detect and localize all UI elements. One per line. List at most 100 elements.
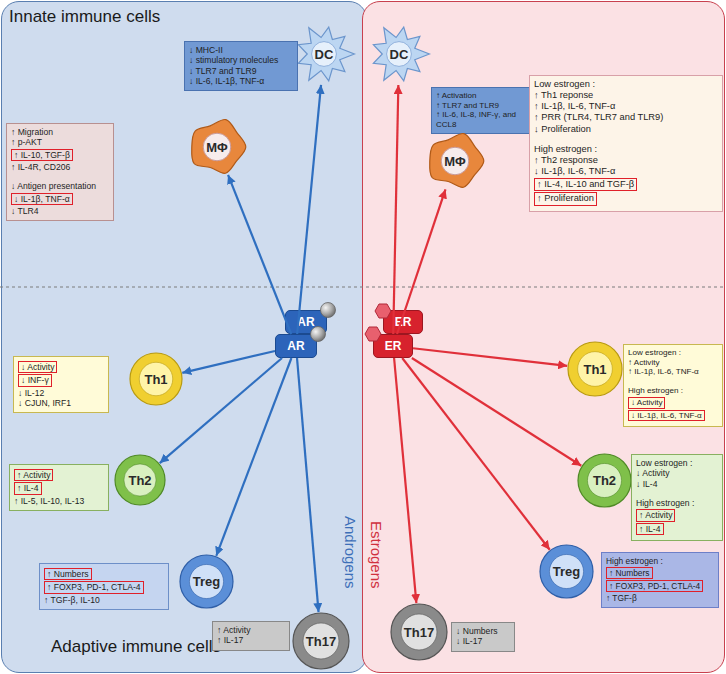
effect-text: ↑ IL-4: [14, 482, 42, 494]
effect-text: ↑ Proliferation: [534, 192, 597, 205]
effect-text: ↓ IL-17: [456, 636, 511, 646]
signal-arrow: [394, 358, 416, 603]
effect-text: ↓ IL-1β, TNF-α: [11, 193, 73, 205]
dendritic-cell: DC: [293, 23, 355, 85]
effect-text: ↑ Activity: [628, 358, 719, 368]
t-cell: Th17: [292, 612, 350, 670]
cell-body: [180, 555, 233, 608]
effect-text: ↑ TGF-β: [606, 593, 715, 603]
androgen-receptor: AR: [285, 310, 327, 334]
cell-label: Th17: [292, 612, 350, 670]
effect-box: ↑ Numbers↑ FOXP3, PD-1, CTLA-4 ↑ TGF-β, I…: [39, 563, 169, 610]
effect-text: Low estrogen :: [636, 458, 719, 468]
effect-text: ↑ IL-4, IL-10 and TGF-β: [534, 178, 637, 191]
signal-arrow: [413, 348, 567, 366]
androgen-receptor: AR: [275, 334, 317, 358]
cell-body: [578, 454, 631, 507]
cell-body: [540, 545, 593, 598]
effect-text: ↑ IL-6, IL-8, INF-γ, and CCL8: [436, 110, 527, 129]
effect-text: ↑ Th2 response: [534, 155, 719, 166]
effect-text: ↑ IL-4R, CD206: [11, 162, 110, 172]
signal-arrow: [297, 85, 321, 334]
t-cell: Th1: [567, 341, 623, 397]
effect-text: ↑ p-AKT: [11, 137, 110, 147]
effect-text: ↓ Activity: [636, 468, 719, 478]
effect-text: ↓ Antigen presentation: [11, 181, 110, 191]
effect-text: ↑ Migration: [11, 127, 110, 137]
receptor-label: ER: [374, 335, 412, 357]
cell-label: DC: [368, 23, 430, 85]
effect-text: ↑ Activity: [636, 509, 675, 521]
macrophage-cell: MΦ: [187, 117, 247, 177]
effect-box: Low estrogen :↑ Th1 reponse↑ IL-1β, IL-6…: [529, 75, 723, 212]
signal-arrow: [397, 189, 445, 334]
effect-text: Low estrogen :: [534, 79, 719, 90]
effect-text: ↑ TGF-β, IL-10: [44, 595, 165, 605]
effect-text: ↑ IL-5, IL-10, IL-13: [14, 496, 105, 506]
signal-arrow: [297, 358, 319, 612]
effect-text: ↓ TLR7 and TLR9: [189, 66, 294, 76]
t-cell: Treg: [539, 544, 594, 599]
cell-label: Th2: [577, 453, 632, 508]
cell-label: MΦ: [187, 117, 247, 177]
estrogen-ligand: [365, 327, 381, 341]
cell-label: Th1: [567, 341, 623, 397]
effect-text: ↓ Activity: [628, 397, 665, 409]
androgen-ligand: [321, 303, 336, 318]
effect-text: High estrogen :: [636, 498, 719, 508]
dendritic-cell: DC: [368, 23, 430, 85]
cell-label: Treg: [539, 544, 594, 599]
effect-text: High estrogen :: [534, 144, 719, 155]
cell-label: Treg: [179, 554, 234, 609]
estrogen-receptor: ER: [373, 334, 413, 358]
effect-text: ↑ PRR (TLR4, TLR7 and TLR9): [534, 112, 719, 123]
signal-arrow: [182, 351, 275, 373]
effect-box: Low estrogen :↓ Activity↓ IL-4High estro…: [631, 454, 723, 541]
effect-box: ↓ Activity↓ INF-γ↓ IL-12↓ CJUN, IRF1: [13, 356, 109, 413]
effect-box: ↓ MHC-II↓ stimulatory molecules↓ TLR7 an…: [184, 41, 298, 91]
divider-line: [0, 286, 726, 287]
t-cell: Th17: [390, 603, 448, 661]
effect-text: High estrogen :: [606, 556, 715, 566]
effect-text: Low estrogen :: [628, 348, 719, 358]
effect-box: ↓ Numbers↓ IL-17: [451, 622, 515, 652]
effect-text: ↓ Numbers: [456, 626, 511, 636]
hormone-label: Androgens: [342, 516, 359, 589]
hormone-panel: Innate immune cellsAdaptive immune cells…: [1, 1, 367, 673]
macrophage-cell: MΦ: [425, 131, 485, 191]
effect-text: ↓ MHC-II: [189, 45, 294, 55]
signal-arrow: [412, 358, 581, 466]
hormone-label: Estrogens: [368, 521, 385, 589]
signal-arrow: [393, 85, 398, 334]
cell-label: Th2: [114, 454, 166, 506]
receptor-label: ER: [384, 311, 422, 333]
estrogen-receptor: ER: [383, 310, 423, 334]
effect-text: ↓ TLR4: [11, 206, 110, 216]
effect-text: ↓ IL-12: [18, 388, 105, 398]
t-cell: Th1: [129, 352, 183, 406]
effect-text: ↓ Activity: [18, 361, 57, 373]
effect-text: ↓ IL-1β, IL-6, TNF-α: [534, 166, 719, 177]
cell-body: [293, 613, 349, 669]
effect-text: ↑ FOXP3, PD-1, CTLA-4: [606, 580, 703, 592]
effect-text: ↓ INF-γ: [18, 374, 52, 386]
effect-text: ↓ IL-1β, IL-6, TNF-α: [628, 410, 705, 422]
effect-text: ↑ Numbers: [44, 568, 92, 580]
effect-text: ↑ IL-4: [636, 523, 664, 535]
effect-text: ↑ Activation: [436, 91, 527, 101]
effect-text: ↑ IL-10, TGF-β: [11, 149, 73, 161]
effect-box: Low estrogen :↑ Activity↑ IL-1β, IL-6, T…: [623, 344, 723, 427]
androgen-ligand: [311, 327, 326, 342]
signal-arrow: [216, 358, 291, 556]
effect-text: ↑ IL-1β, IL-6, TNF-α: [534, 101, 719, 112]
effect-text: ↑ Th1 reponse: [534, 90, 719, 101]
t-cell: Th2: [577, 453, 632, 508]
cell-body: [115, 455, 165, 505]
t-cell: Treg: [179, 554, 234, 609]
effect-text: ↑ FOXP3, PD-1, CTLA-4: [44, 581, 144, 593]
effect-text: ↑ Activity: [14, 469, 53, 481]
effect-text: ↑ IL-1β, IL-6, TNF-α: [628, 367, 719, 377]
